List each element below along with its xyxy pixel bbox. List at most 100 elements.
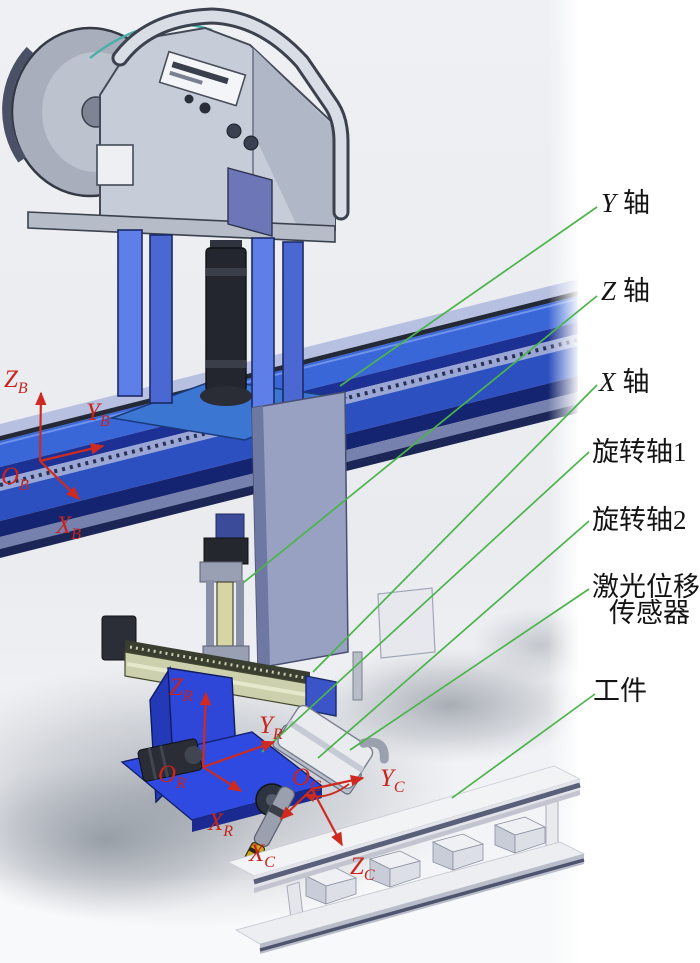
label-zr: ZR bbox=[169, 674, 193, 705]
screw-motor bbox=[203, 537, 249, 565]
knob-small bbox=[184, 94, 194, 104]
leader-rotary2 bbox=[317, 520, 590, 759]
label-margin bbox=[578, 0, 700, 963]
rotary-motor bbox=[137, 738, 203, 782]
flange-blocks bbox=[304, 816, 547, 905]
label-xr: XR bbox=[207, 809, 233, 840]
oc-sub: C bbox=[310, 778, 321, 795]
spool-rim bbox=[2, 46, 34, 163]
connector bbox=[226, 123, 242, 139]
axis-arrow-xb bbox=[39, 460, 81, 500]
ob-main: O bbox=[1, 463, 19, 490]
z-motor-flange bbox=[200, 386, 252, 406]
yr-main: Y bbox=[259, 712, 276, 739]
wire-feeder-unit bbox=[2, 7, 350, 243]
zb-main: Z bbox=[4, 366, 19, 393]
leader-lines bbox=[242, 206, 598, 799]
knob bbox=[199, 102, 211, 114]
feeder-bracket bbox=[227, 167, 273, 237]
xc-main: X bbox=[248, 840, 266, 867]
x-slide-endcap bbox=[305, 675, 337, 717]
xr-main: X bbox=[207, 809, 225, 836]
label-or: OR bbox=[158, 761, 186, 792]
z-column bbox=[199, 391, 436, 701]
body-notch bbox=[96, 144, 134, 186]
yb-main: Y bbox=[86, 399, 103, 426]
leader-x-axis bbox=[312, 384, 598, 673]
axis-arrow-zb bbox=[35, 391, 47, 462]
zc-main: Z bbox=[350, 853, 365, 880]
zc-sub: C bbox=[364, 867, 375, 884]
x-axis-word: 轴 bbox=[623, 367, 650, 397]
label-laser-sensor-1: 激光位移 bbox=[592, 572, 700, 602]
leader-z-axis bbox=[242, 295, 598, 584]
yc-main: Y bbox=[380, 765, 397, 792]
label-xc: XC bbox=[248, 840, 275, 871]
xb-main: X bbox=[55, 512, 73, 539]
oc-main: O bbox=[292, 764, 310, 791]
leader-y-axis bbox=[339, 206, 598, 387]
screw-top-block bbox=[215, 513, 245, 541]
label-laser-sensor-2: 传感器 bbox=[609, 598, 690, 628]
ob-sub: B bbox=[19, 477, 29, 494]
label-workpiece: 工件 bbox=[593, 676, 647, 706]
leader-workpiece bbox=[451, 693, 596, 799]
leg-left-front bbox=[117, 229, 143, 397]
screw-rail-right bbox=[236, 580, 244, 670]
leader-laser-sensor bbox=[349, 588, 590, 751]
label-zb: ZB bbox=[4, 366, 28, 397]
zb-sub: B bbox=[18, 380, 28, 397]
ibeam-top-stripe bbox=[253, 782, 581, 885]
leg-right-front bbox=[251, 237, 275, 411]
axis-arrow-zr bbox=[199, 691, 212, 768]
axis-arrow-zc bbox=[311, 788, 343, 847]
xc-sub: C bbox=[264, 854, 275, 871]
ibeam-bottom-stripe bbox=[259, 858, 585, 952]
z-motor-rib bbox=[206, 268, 246, 276]
hanging-rod bbox=[352, 651, 363, 701]
screw-bracket bbox=[199, 561, 243, 583]
label-yb: YB bbox=[86, 399, 110, 430]
xr-sub: R bbox=[222, 823, 233, 840]
lead-screw bbox=[216, 581, 234, 647]
zr-main: Z bbox=[169, 674, 184, 701]
laser-sensor-group bbox=[272, 704, 389, 795]
sensor-hook bbox=[358, 737, 389, 764]
z-column-edge bbox=[252, 406, 270, 668]
z-motor-cap bbox=[210, 240, 242, 250]
y-axis-word: 轴 bbox=[623, 188, 650, 218]
z-axis-word: 轴 bbox=[623, 276, 650, 306]
label-xb: XB bbox=[55, 512, 81, 543]
handle-bar bbox=[114, 10, 347, 218]
z-motor-rib2 bbox=[206, 360, 246, 368]
axis-arrow-yc bbox=[311, 774, 365, 791]
label-rotary2: 旋转轴2 bbox=[592, 505, 687, 535]
x-slide-rack bbox=[125, 640, 310, 684]
frame-labels: ZB OB YB XB ZR OR YR XR OC YC XC ZC bbox=[1, 366, 405, 884]
leg-right-back bbox=[282, 241, 304, 415]
axis-arrow-xr bbox=[202, 766, 243, 792]
device-label-plate bbox=[158, 50, 247, 107]
feeder-side-shade bbox=[253, 48, 335, 228]
coordinate-frames bbox=[35, 391, 365, 847]
leg-left-back bbox=[149, 234, 173, 404]
connector-2 bbox=[243, 135, 259, 151]
axis-arrow-yb bbox=[39, 443, 105, 463]
yb-sub: B bbox=[100, 413, 110, 430]
axis-arrow-yr bbox=[202, 740, 276, 769]
label-ob: OB bbox=[1, 463, 29, 494]
z-axis-letter: Z bbox=[601, 276, 617, 306]
yc-sub: C bbox=[394, 779, 405, 796]
carriage bbox=[109, 229, 348, 441]
zr-sub: R bbox=[182, 688, 193, 705]
label-zc: ZC bbox=[350, 853, 375, 884]
y-axis-letter: Y bbox=[601, 188, 619, 218]
label-rotary1: 旋转轴1 bbox=[592, 437, 687, 467]
rotation-arc bbox=[303, 783, 350, 803]
